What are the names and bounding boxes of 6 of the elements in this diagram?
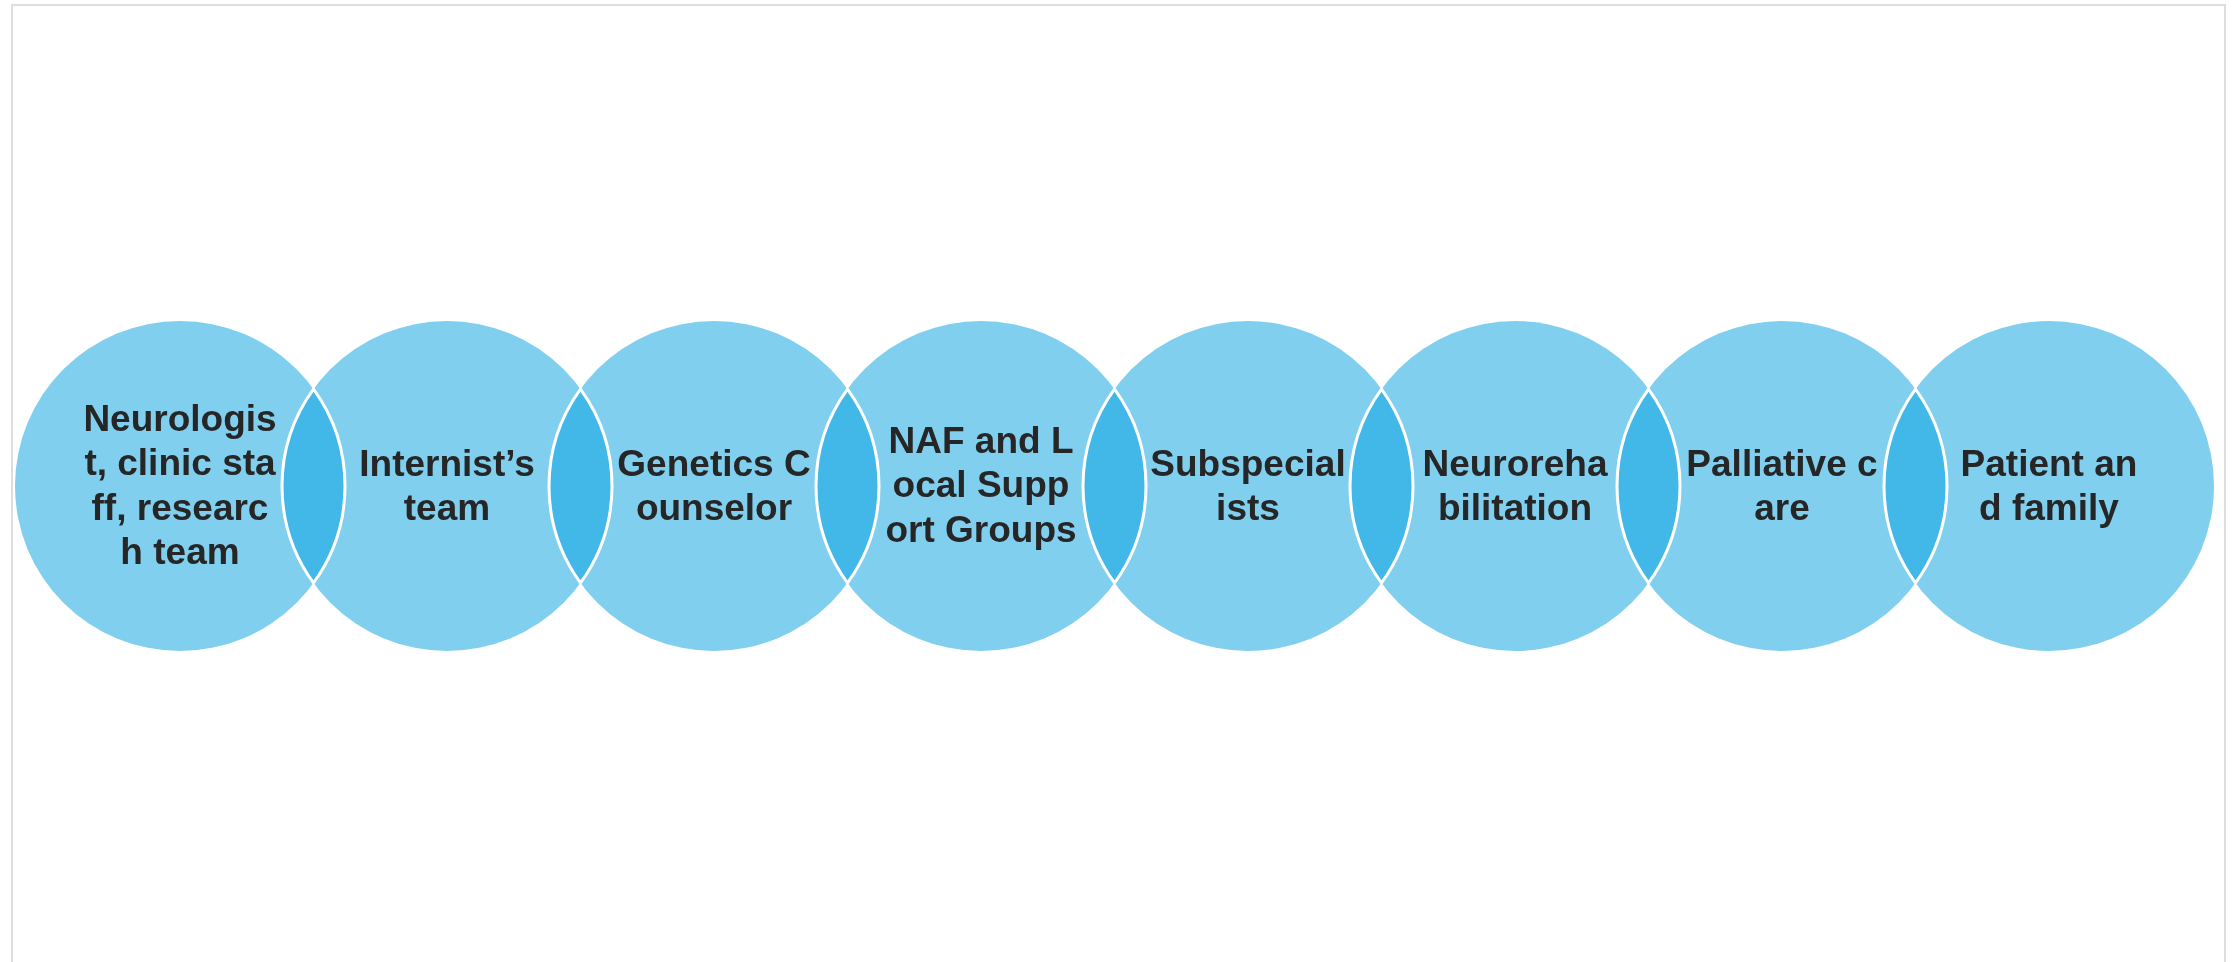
circle-label: Palliative care <box>1684 441 1880 531</box>
circle-label: Patient and family <box>1951 441 2147 531</box>
circle-label: Subspecialists <box>1150 441 1346 531</box>
circle-label: Internist’s team <box>349 441 545 531</box>
circle-label: Genetics Counselor <box>616 441 812 531</box>
circle-label: Neurorehabilitation <box>1417 441 1613 531</box>
